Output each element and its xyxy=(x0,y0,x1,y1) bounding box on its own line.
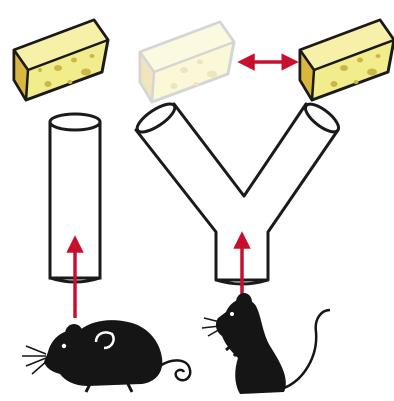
cheese-left xyxy=(14,20,108,100)
cheese-faded xyxy=(140,22,234,102)
mouse-rearing xyxy=(202,293,330,394)
mouse-crouching xyxy=(22,320,190,392)
y-maze-tube xyxy=(133,99,342,284)
cheese-right xyxy=(300,20,394,100)
